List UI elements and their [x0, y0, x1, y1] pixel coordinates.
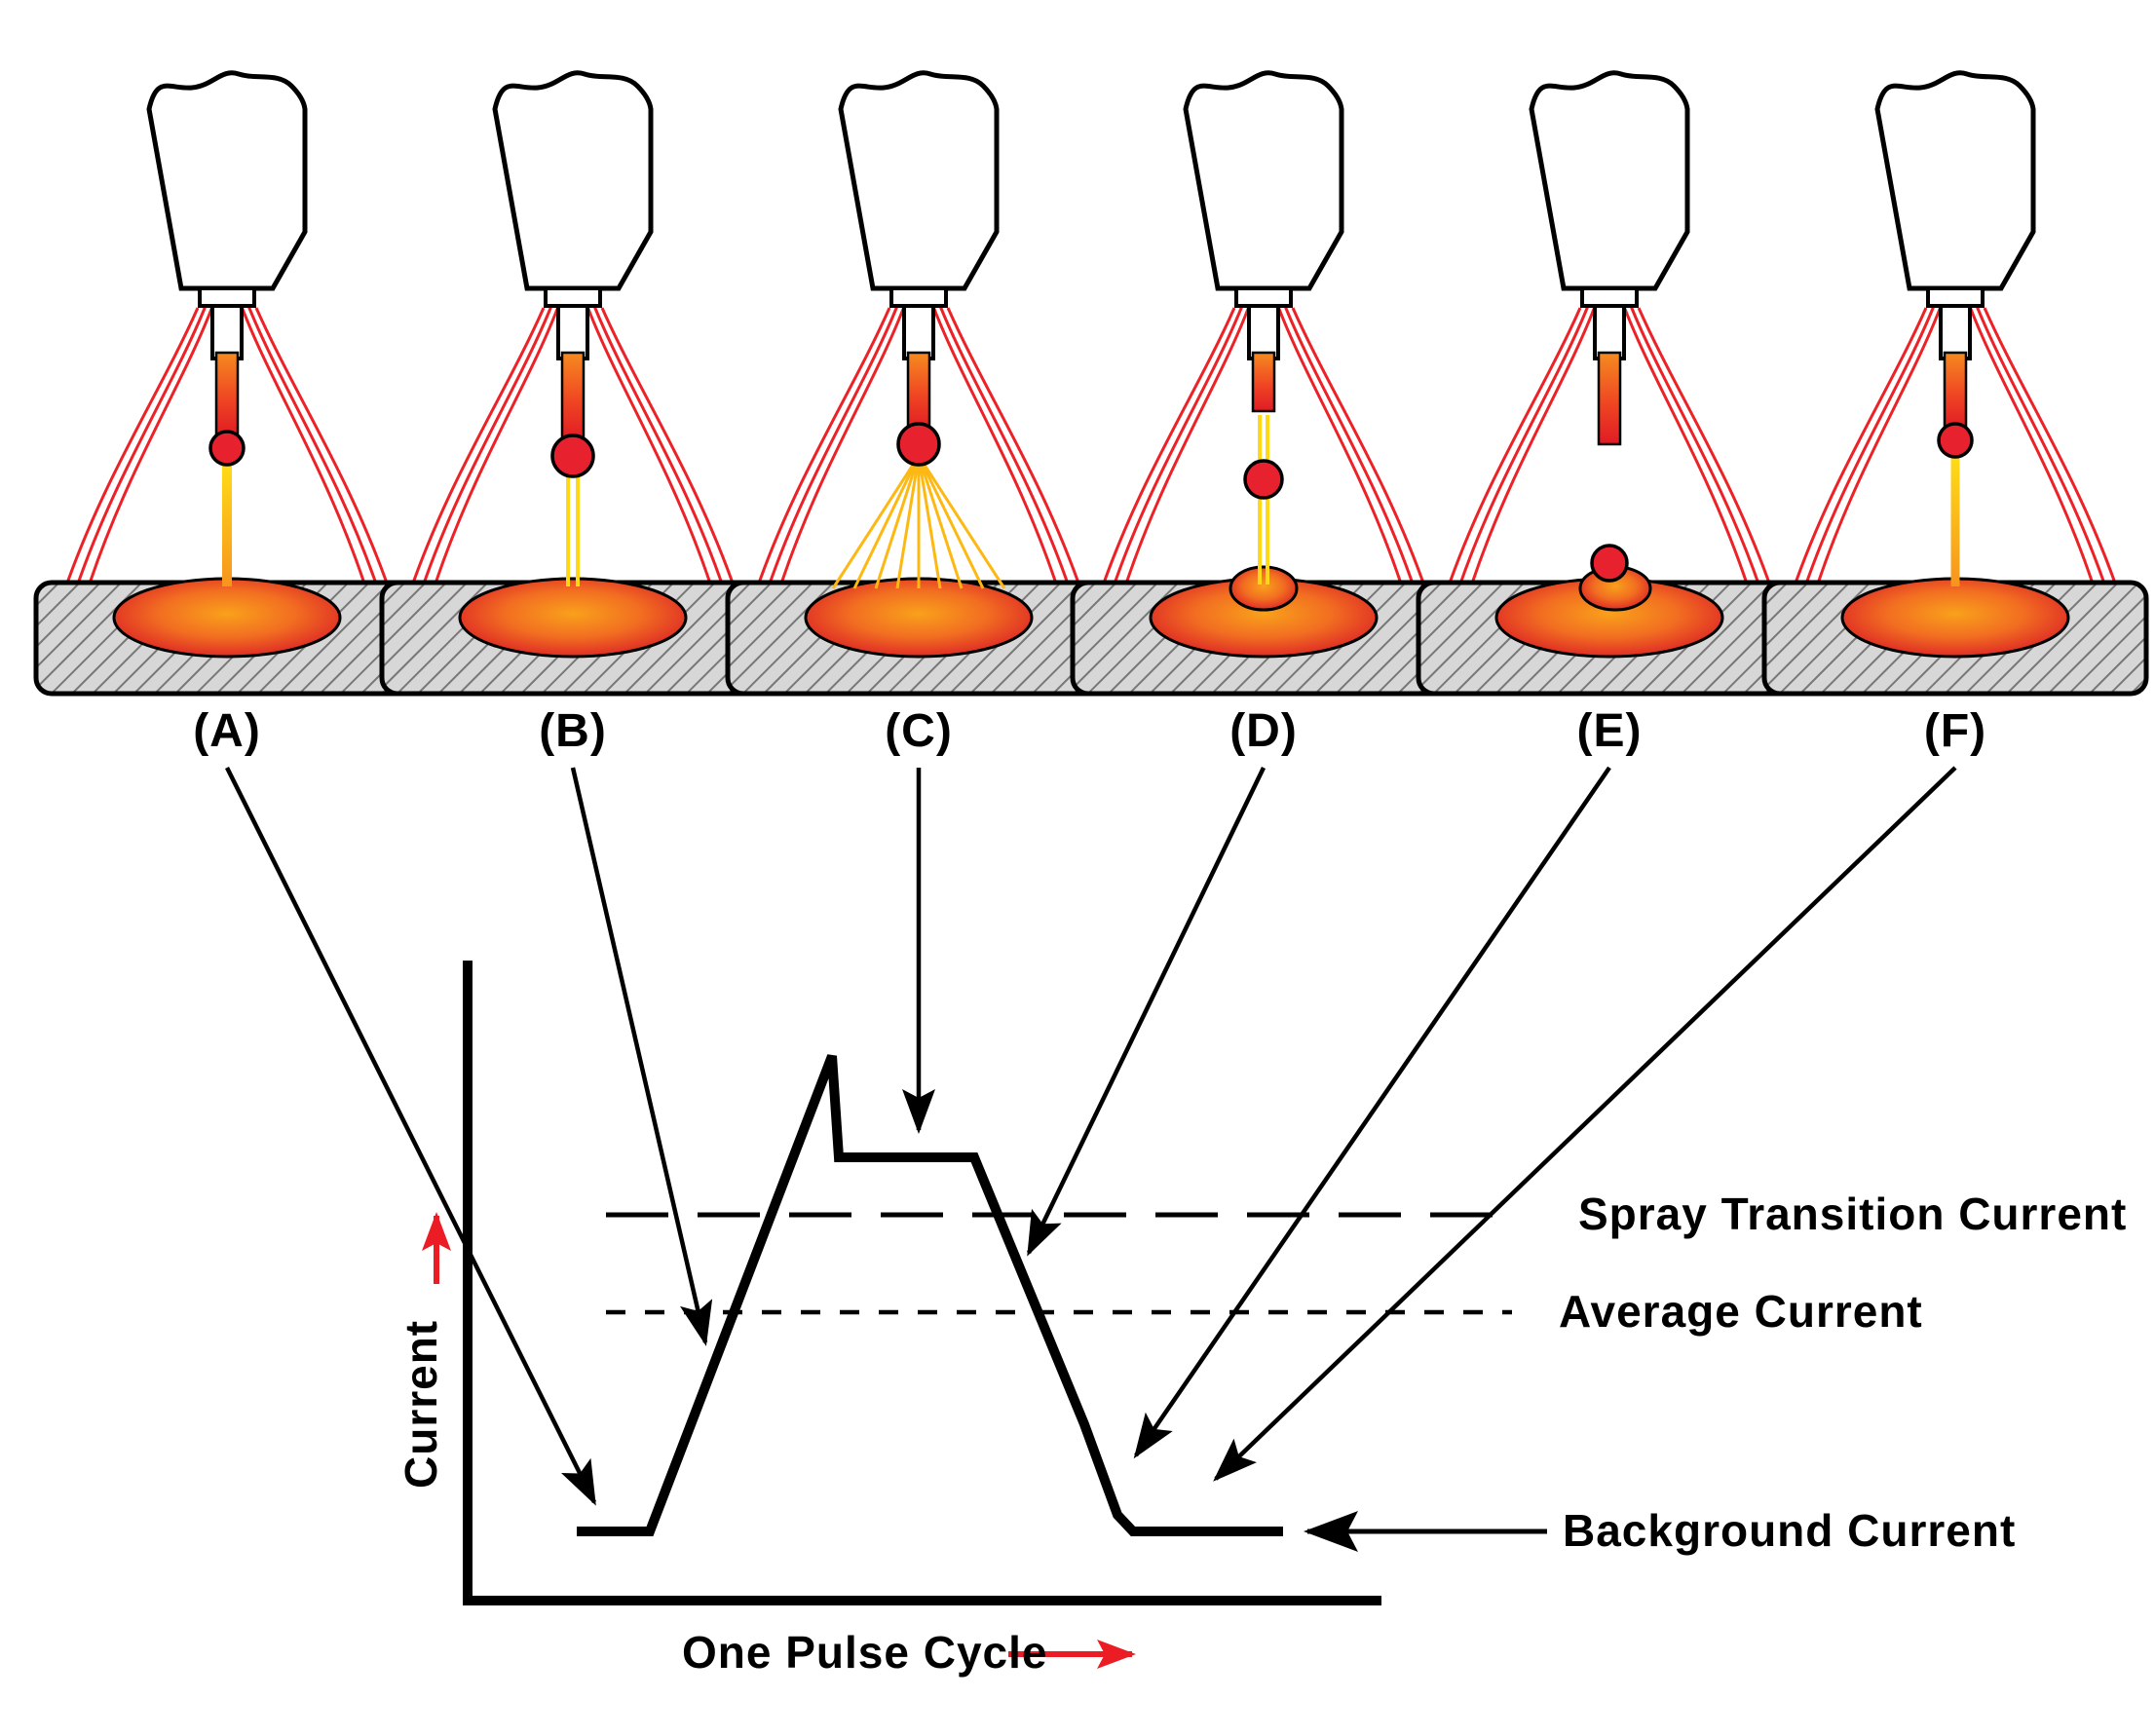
electrode-wire: [906, 351, 931, 433]
stage-d-label: (D): [1229, 705, 1298, 757]
stage-a-label: (A): [193, 705, 261, 757]
molten-droplet: [896, 422, 941, 467]
spray-transition-label: Spray Transition Current: [1578, 1189, 2127, 1239]
leader-arrow-b: [570, 767, 713, 1346]
spray-fan: [831, 455, 1006, 589]
electrode-wire: [1251, 351, 1276, 413]
stage-e: (E): [1418, 73, 1800, 757]
electrode-wire: [214, 351, 240, 438]
background-current-label: Background Current: [1563, 1505, 2016, 1556]
stage-c: (C): [728, 73, 1110, 757]
stage-d: (D): [1073, 73, 1455, 757]
current-waveform: [577, 1054, 1283, 1536]
leader-arrow-a: [224, 766, 597, 1506]
y-axis-label: Current: [396, 1320, 446, 1489]
stage-b-label: (B): [539, 705, 607, 757]
stage-a: (A): [36, 73, 418, 757]
arc-beam: [1950, 454, 1960, 586]
molten-droplet: [1937, 422, 1974, 459]
leader-arrow-d: [1026, 767, 1267, 1257]
stage-e-label: (E): [1577, 705, 1643, 757]
arc-beam: [222, 462, 232, 586]
molten-droplet: [208, 430, 246, 467]
leader-arrows: [224, 766, 1957, 1506]
average-current-label: Average Current: [1559, 1286, 1923, 1337]
detached-droplet: [1243, 459, 1284, 500]
stage-f-label: (F): [1924, 705, 1986, 757]
molten-droplet: [550, 434, 595, 478]
stage-b: (B): [382, 73, 764, 757]
leader-arrow-e: [1133, 766, 1611, 1459]
stage-c-label: (C): [885, 705, 953, 757]
landing-droplet: [1590, 544, 1629, 583]
electrode-wire: [560, 351, 586, 442]
pool-bump: [1229, 565, 1299, 612]
stage-f: (F): [1764, 73, 2146, 757]
electrode-wire: [1597, 351, 1622, 446]
pulse-cycle-graph: Spray Transition Current Average Current…: [396, 961, 2127, 1678]
electrode-wire: [1943, 351, 1968, 431]
x-axis-label: One Pulse Cycle: [682, 1627, 1048, 1678]
leader-arrow-f: [1213, 766, 1957, 1482]
